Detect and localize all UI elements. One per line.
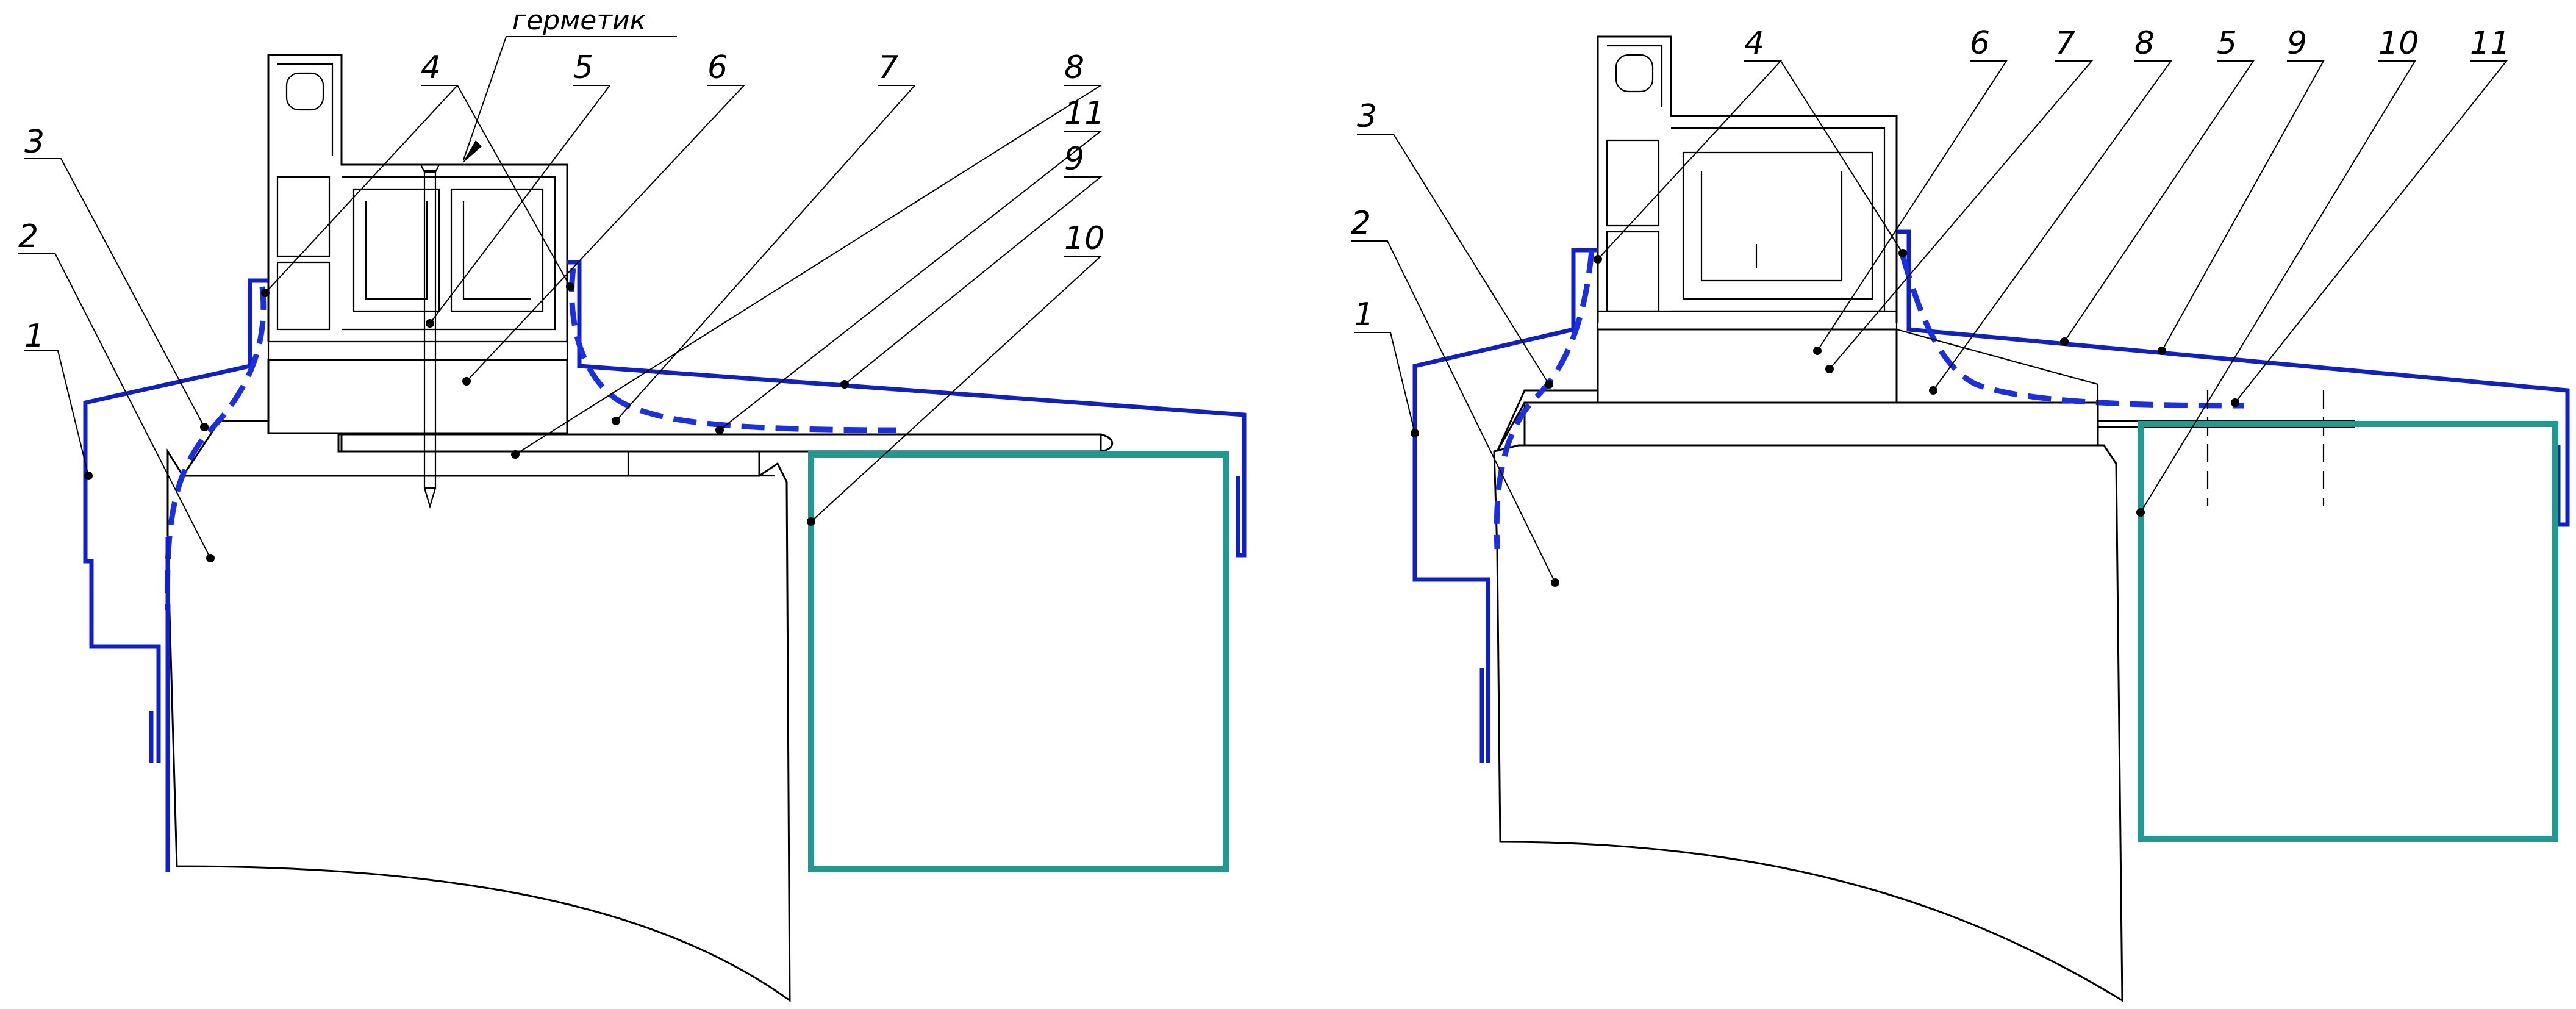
- callout-number: 4: [1744, 25, 1764, 62]
- callout-number: 7: [878, 49, 898, 86]
- callout-number: 9: [1064, 141, 1084, 178]
- left-callout-9: 9: [840, 141, 1103, 389]
- right-callout-7: 7: [1825, 25, 2094, 373]
- right-mortar: [1496, 389, 1599, 452]
- left-mortar: [181, 420, 760, 477]
- callout-number: 9: [2287, 25, 2307, 62]
- right-callout-2: 2: [1351, 205, 1559, 587]
- left-wall: [166, 448, 791, 1002]
- right-callout-11: 11: [2231, 25, 2510, 407]
- left-detail: герметик 1 2 3 4 5 6 7: [18, 5, 1247, 1002]
- callout-number: 2: [18, 218, 38, 255]
- left-callout-5: 5: [426, 49, 612, 328]
- callout-number: 1: [24, 318, 45, 354]
- right-callout-6: 6: [1813, 25, 2008, 355]
- callout-number: 8: [2134, 25, 2155, 62]
- callout-number: 11: [2470, 25, 2510, 62]
- right-detail: 1 2 3 4 6 7 8 5: [1351, 25, 2570, 1002]
- callout-number: 6: [1970, 25, 1990, 62]
- callout-number: 10: [1064, 220, 1104, 257]
- left-callout-10: 10: [807, 220, 1104, 526]
- left-membrane: [164, 286, 267, 611]
- right-hex-insulation: [1523, 401, 2099, 447]
- right-callout-3: 3: [1357, 98, 1553, 389]
- callout-number: 1: [1354, 296, 1374, 333]
- callout-number: 5: [2217, 25, 2237, 62]
- right-callout-9: 9: [2158, 25, 2325, 355]
- left-callout-3: 3: [24, 124, 209, 431]
- callout-number: 2: [1351, 205, 1371, 242]
- right-callout-1: 1: [1354, 296, 1419, 437]
- left-flashing: [83, 260, 1247, 763]
- right-callout-8: 8: [1929, 25, 2172, 395]
- right-wall: [1493, 444, 2123, 1002]
- left-callout-7: 7: [612, 49, 917, 425]
- left-callout-6: 6: [462, 49, 746, 386]
- left-window-frame: [808, 451, 1229, 872]
- sealant-label: герметик: [512, 5, 646, 36]
- right-membrane: [1494, 250, 1595, 550]
- callout-number: 3: [24, 124, 45, 160]
- left-window-profile: [267, 54, 568, 361]
- left-callout-8: 8: [511, 49, 1103, 459]
- left-sill-plate: [337, 433, 1102, 453]
- left-screw: [420, 163, 440, 509]
- callout-number: 11: [1064, 95, 1104, 132]
- left-callout-4: 4: [261, 49, 574, 297]
- callout-number: 6: [707, 49, 728, 86]
- left-callout-2: 2: [18, 218, 215, 562]
- left-membrane-2: [569, 268, 897, 433]
- right-membrane-2: [1900, 255, 2245, 409]
- left-callout-11: 11: [715, 95, 1104, 434]
- right-window-profile: [1597, 35, 1898, 331]
- right-flashing: [1412, 229, 2570, 763]
- right-foam-block: [1597, 328, 1898, 404]
- sealant-callout: герметик: [462, 5, 677, 163]
- callout-number: 3: [1357, 98, 1377, 135]
- callout-number: 5: [573, 49, 593, 86]
- right-window-frame: [2138, 421, 2558, 842]
- callout-number: 7: [2055, 25, 2075, 62]
- callout-number: 10: [2378, 25, 2419, 62]
- callout-number: 4: [421, 49, 441, 86]
- right-callout-10: 10: [2136, 25, 2419, 517]
- left-callout-1: 1: [24, 318, 93, 480]
- right-callout-5: 5: [2060, 25, 2255, 346]
- callout-number: 8: [1064, 49, 1084, 86]
- left-foam-block: [267, 359, 568, 434]
- right-callout-4: 4: [1594, 25, 1907, 264]
